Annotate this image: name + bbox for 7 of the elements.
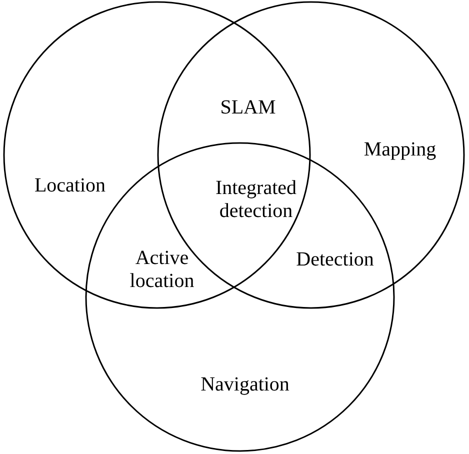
set-label: Mapping — [364, 138, 436, 162]
set-label: Location — [34, 174, 106, 198]
intersection-label: Active location — [128, 247, 196, 293]
intersection-label: SLAM — [220, 96, 276, 120]
intersection-label: Integrated detection — [214, 177, 298, 223]
intersection-label: Detection — [296, 248, 374, 272]
set-label: Navigation — [200, 374, 290, 396]
